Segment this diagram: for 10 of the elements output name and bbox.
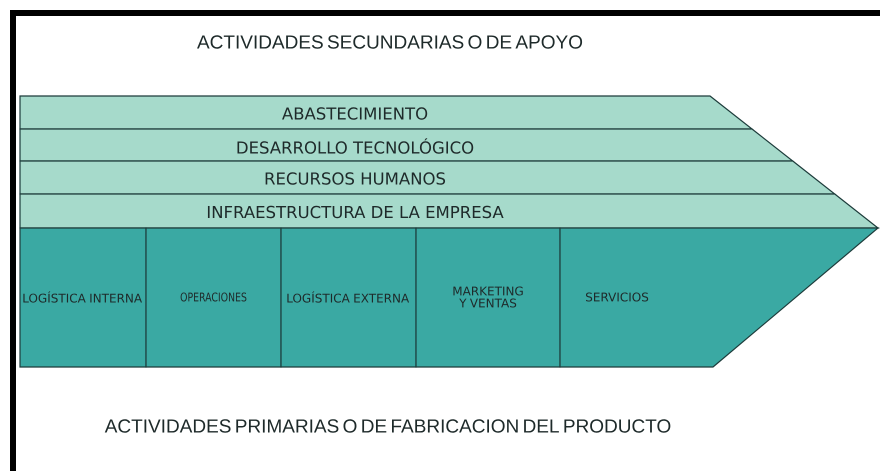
primary-activity-box: LOGÍSTICA INTERNA xyxy=(19,227,147,368)
support-band: DESARROLLO TECNOLÓGICO xyxy=(19,128,794,162)
support-band: INFRAESTRUCTURA DE LA EMPRESA xyxy=(19,193,880,229)
section-heading: ACTIVIDADES SECUNDARIAS O DE APOYO xyxy=(197,35,582,49)
support-band: RECURSOS HUMANOS xyxy=(19,160,836,195)
support-band: ABASTECIMIENTO xyxy=(19,95,754,130)
primary-activity-box: LOGÍSTICA EXTERNA xyxy=(280,227,417,368)
primary-activity-box: MARKETING Y VENTAS xyxy=(415,227,561,368)
section-heading: ACTIVIDADES PRIMARIAS O DE FABRICACION DEL PRODUCTO xyxy=(104,419,670,433)
primary-activity-box: OPERACIONES xyxy=(145,227,282,368)
